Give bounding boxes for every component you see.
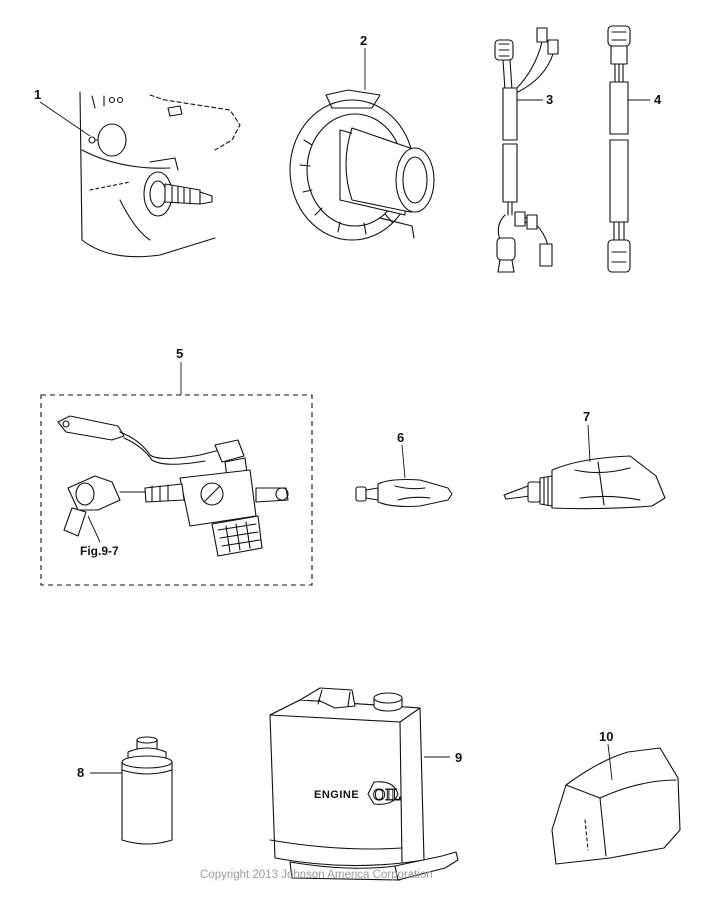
part-7-large-tube [503, 424, 666, 510]
callout-10: 10 [599, 729, 613, 744]
copyright-watermark: Copyright 2013 Johnson America Corporati… [200, 869, 433, 881]
callout-9: 9 [455, 750, 462, 765]
part-1-gearcase [39, 91, 241, 258]
part-9-engine-oil-container [269, 687, 459, 881]
figure-reference-label: Fig.9-7 [80, 544, 119, 558]
callout-2: 2 [360, 33, 367, 48]
kit-5-dashed-border [40, 394, 313, 586]
container-label-oil: OIL [373, 785, 401, 804]
callout-6: 6 [397, 430, 404, 445]
container-label-engine: ENGINE [314, 789, 359, 801]
callout-7: 7 [583, 409, 590, 424]
part-2-socket-tool [289, 48, 435, 241]
part-5-pressure-tester [57, 415, 289, 557]
part-8-small-can [90, 736, 173, 845]
part-6-small-tube [355, 444, 453, 508]
callout-1: 1 [34, 87, 41, 102]
callout-8: 8 [77, 765, 84, 780]
callout-5: 5 [176, 346, 183, 361]
part-3-wiring-harness [494, 27, 559, 273]
callout-4: 4 [654, 92, 662, 107]
callout-3: 3 [546, 92, 553, 107]
part-4-extension-cable [607, 25, 650, 273]
part-10-cloth [551, 743, 681, 865]
